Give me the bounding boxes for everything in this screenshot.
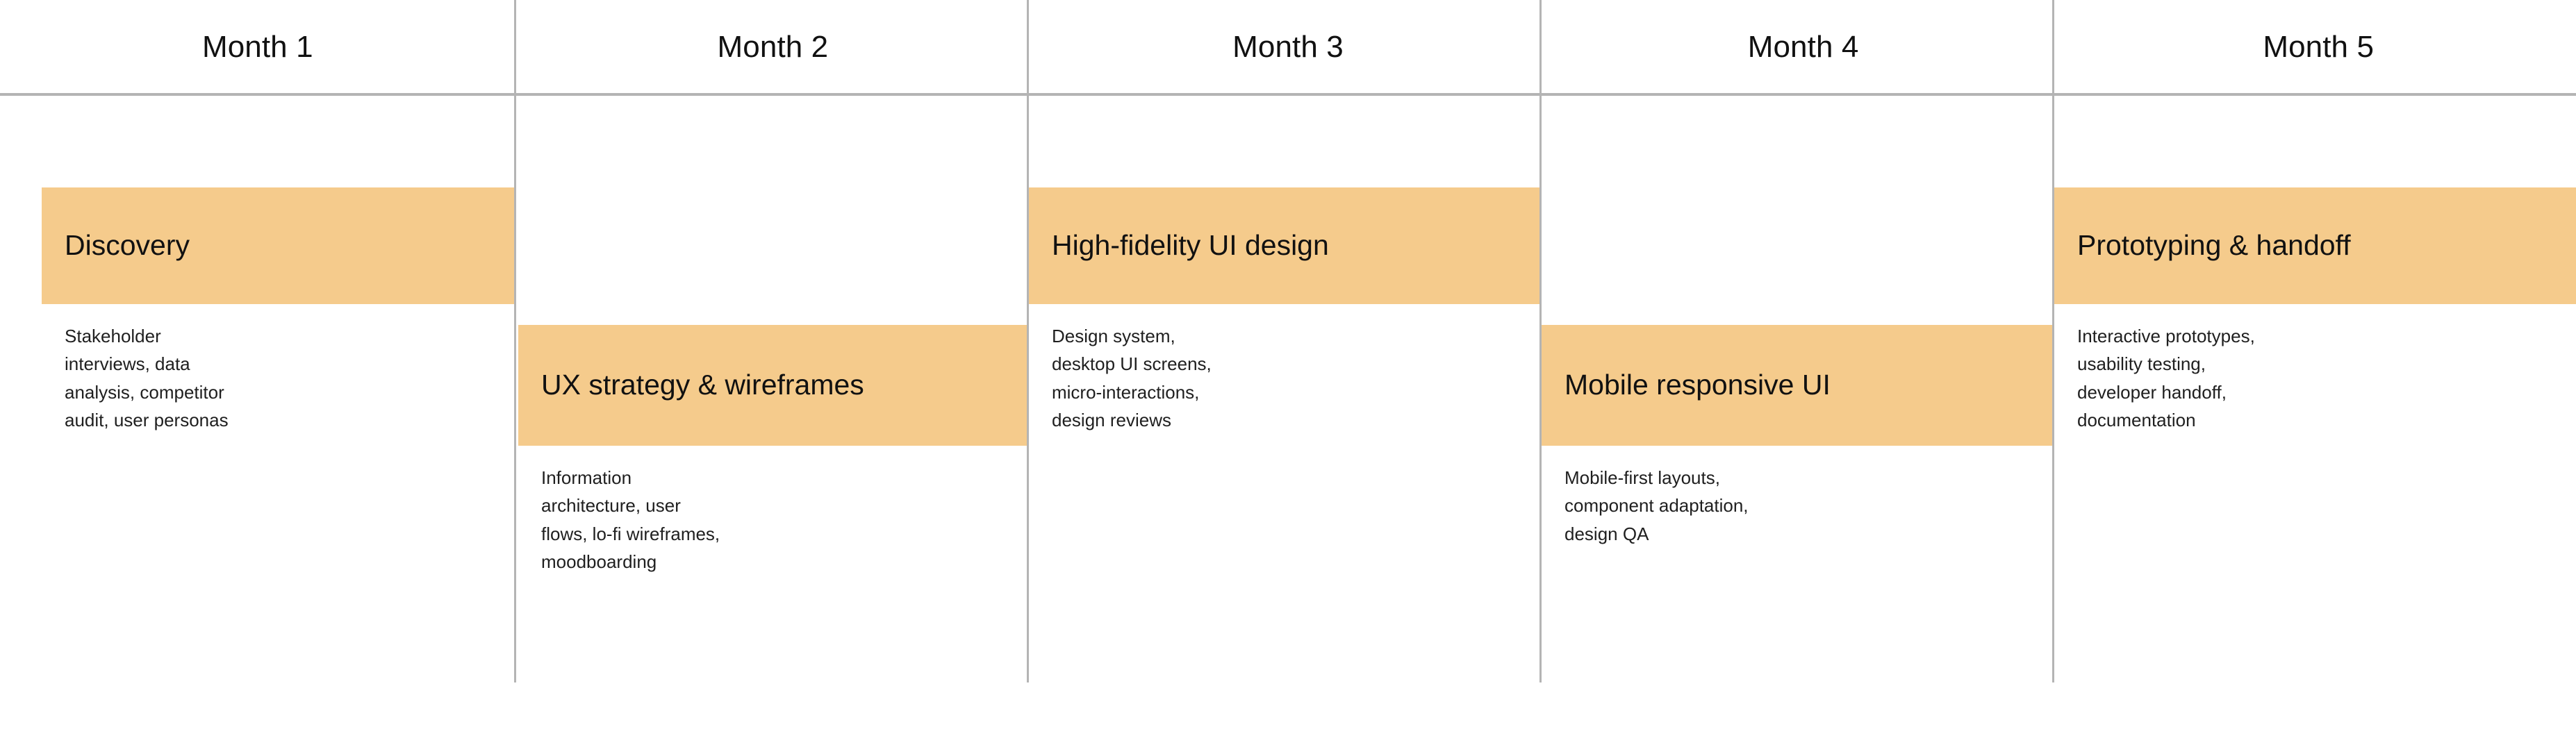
phase-title: Mobile responsive UI — [1564, 369, 1831, 401]
phase-bar-discovery[interactable]: Discovery — [42, 187, 514, 304]
column-divider-4-body — [2052, 96, 2054, 682]
header-cell-month-4: Month 4 — [1546, 0, 2061, 94]
column-divider-1-head — [514, 0, 516, 94]
header-separator-rule — [0, 93, 2576, 96]
column-divider-3-head — [1539, 0, 1542, 94]
column-divider-4-head — [2052, 0, 2054, 94]
phase-bar-mobile-responsive-ui[interactable]: Mobile responsive UI — [1542, 325, 2052, 446]
column-header-label: Month 1 — [201, 30, 313, 64]
phase-bar-high-fidelity-ui[interactable]: High-fidelity UI design — [1029, 187, 1539, 304]
phase-description: Mobile-first layouts, component adaptati… — [1564, 467, 1749, 544]
column-header-label: Month 5 — [2263, 30, 2375, 64]
header-cell-month-5: Month 5 — [2061, 0, 2576, 94]
timeline-header-row: Month 1 Month 2 Month 3 Month 4 Month 5 — [0, 0, 2576, 94]
phase-description: Interactive prototypes, usability testin… — [2077, 326, 2255, 430]
column-divider-3-body — [1539, 96, 1542, 682]
column-divider-1-body — [514, 96, 516, 682]
phase-description: Stakeholder interviews, data analysis, c… — [65, 326, 229, 430]
column-header-label: Month 4 — [1747, 30, 1859, 64]
phase-description: Information architecture, user flows, lo… — [541, 467, 720, 572]
header-cell-month-3: Month 3 — [1030, 0, 1546, 94]
column-divider-2-head — [1027, 0, 1029, 94]
header-cell-month-1: Month 1 — [0, 0, 515, 94]
phase-bar-ux-strategy[interactable]: UX strategy & wireframes — [518, 325, 1027, 446]
column-header-label: Month 3 — [1232, 30, 1344, 64]
phase-title: Discovery — [65, 229, 190, 262]
column-header-label: Month 2 — [717, 30, 829, 64]
phase-title: High-fidelity UI design — [1052, 229, 1329, 262]
phase-description: Design system, desktop UI screens, micro… — [1052, 326, 1212, 430]
phase-title: Prototyping & handoff — [2077, 229, 2351, 262]
phase-bar-prototyping-handoff[interactable]: Prototyping & handoff — [2054, 187, 2576, 304]
column-divider-2-body — [1027, 96, 1029, 682]
header-cell-month-2: Month 2 — [515, 0, 1031, 94]
phase-title: UX strategy & wireframes — [541, 369, 864, 401]
